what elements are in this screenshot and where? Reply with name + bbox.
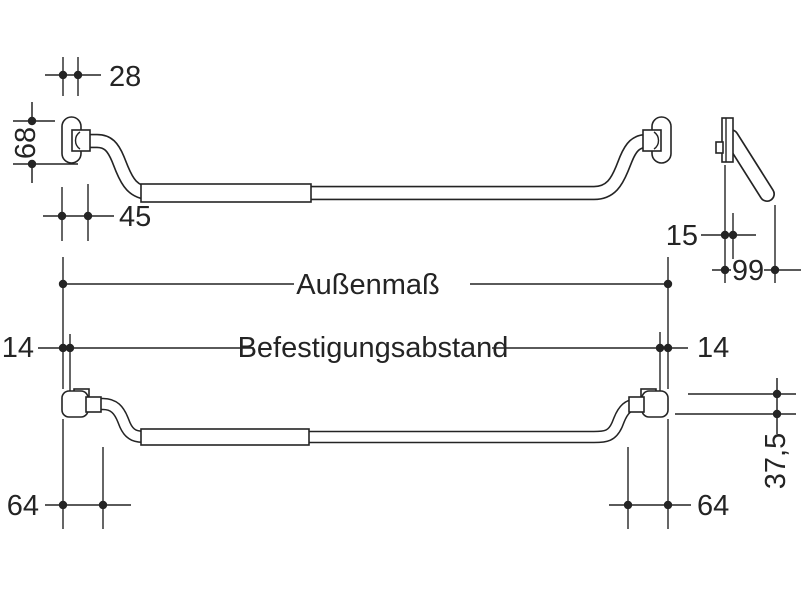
left-socket-cylinder-edge <box>74 131 81 150</box>
dimension-99: 99 <box>712 205 801 287</box>
dimension-37-5: 37,5 <box>675 378 796 489</box>
dim-99-label: 99 <box>732 255 764 287</box>
dimension-45: 45 <box>43 184 151 241</box>
top-left-collar <box>85 396 102 413</box>
rail-tube-fill <box>82 135 662 199</box>
dimension-befestigungsabstand: Befestigungsabstand 14 14 <box>2 332 729 391</box>
dim-28-label: 28 <box>109 61 141 93</box>
befestigungsabstand-label: Befestigungsabstand <box>238 332 509 364</box>
dim-14-right-label: 14 <box>697 332 729 364</box>
dimension-64-left: 64 <box>7 419 131 529</box>
dim-64-left-label: 64 <box>7 490 39 522</box>
dimension-aussenmass: Außenmaß <box>58 257 673 389</box>
dimension-64-right: 64 <box>609 419 729 529</box>
dim-14-left-label: 14 <box>2 332 34 364</box>
top-rail-sleeve <box>140 428 310 446</box>
aussenmass-label: Außenmaß <box>296 269 439 301</box>
right-socket-cylinder-edge <box>653 131 660 150</box>
dim-37-5-label: 37,5 <box>760 433 792 489</box>
side-view: 15 99 <box>666 117 801 287</box>
side-wall-plate <box>721 117 734 163</box>
left-socket <box>71 129 91 152</box>
dim-68-label: 68 <box>10 127 42 159</box>
dimension-28: 28 <box>45 57 141 96</box>
side-mount-stud <box>715 141 724 154</box>
top-left-plate <box>61 390 89 418</box>
dimension-68: 68 <box>10 102 78 183</box>
side-bar-fill <box>724 130 774 201</box>
top-view: Außenmaß Befestigungsabstand 14 14 64 <box>2 257 796 529</box>
dim-15-label: 15 <box>666 220 698 252</box>
dimension-15: 15 <box>666 165 756 283</box>
top-right-collar <box>628 396 645 413</box>
top-right-plate <box>641 390 669 418</box>
dim-64-right-label: 64 <box>697 490 729 522</box>
rail-sleeve <box>140 183 312 203</box>
top-rail-tube-fill <box>96 399 648 442</box>
dim-45-label: 45 <box>119 201 151 233</box>
front-view: 28 68 45 <box>10 57 672 241</box>
